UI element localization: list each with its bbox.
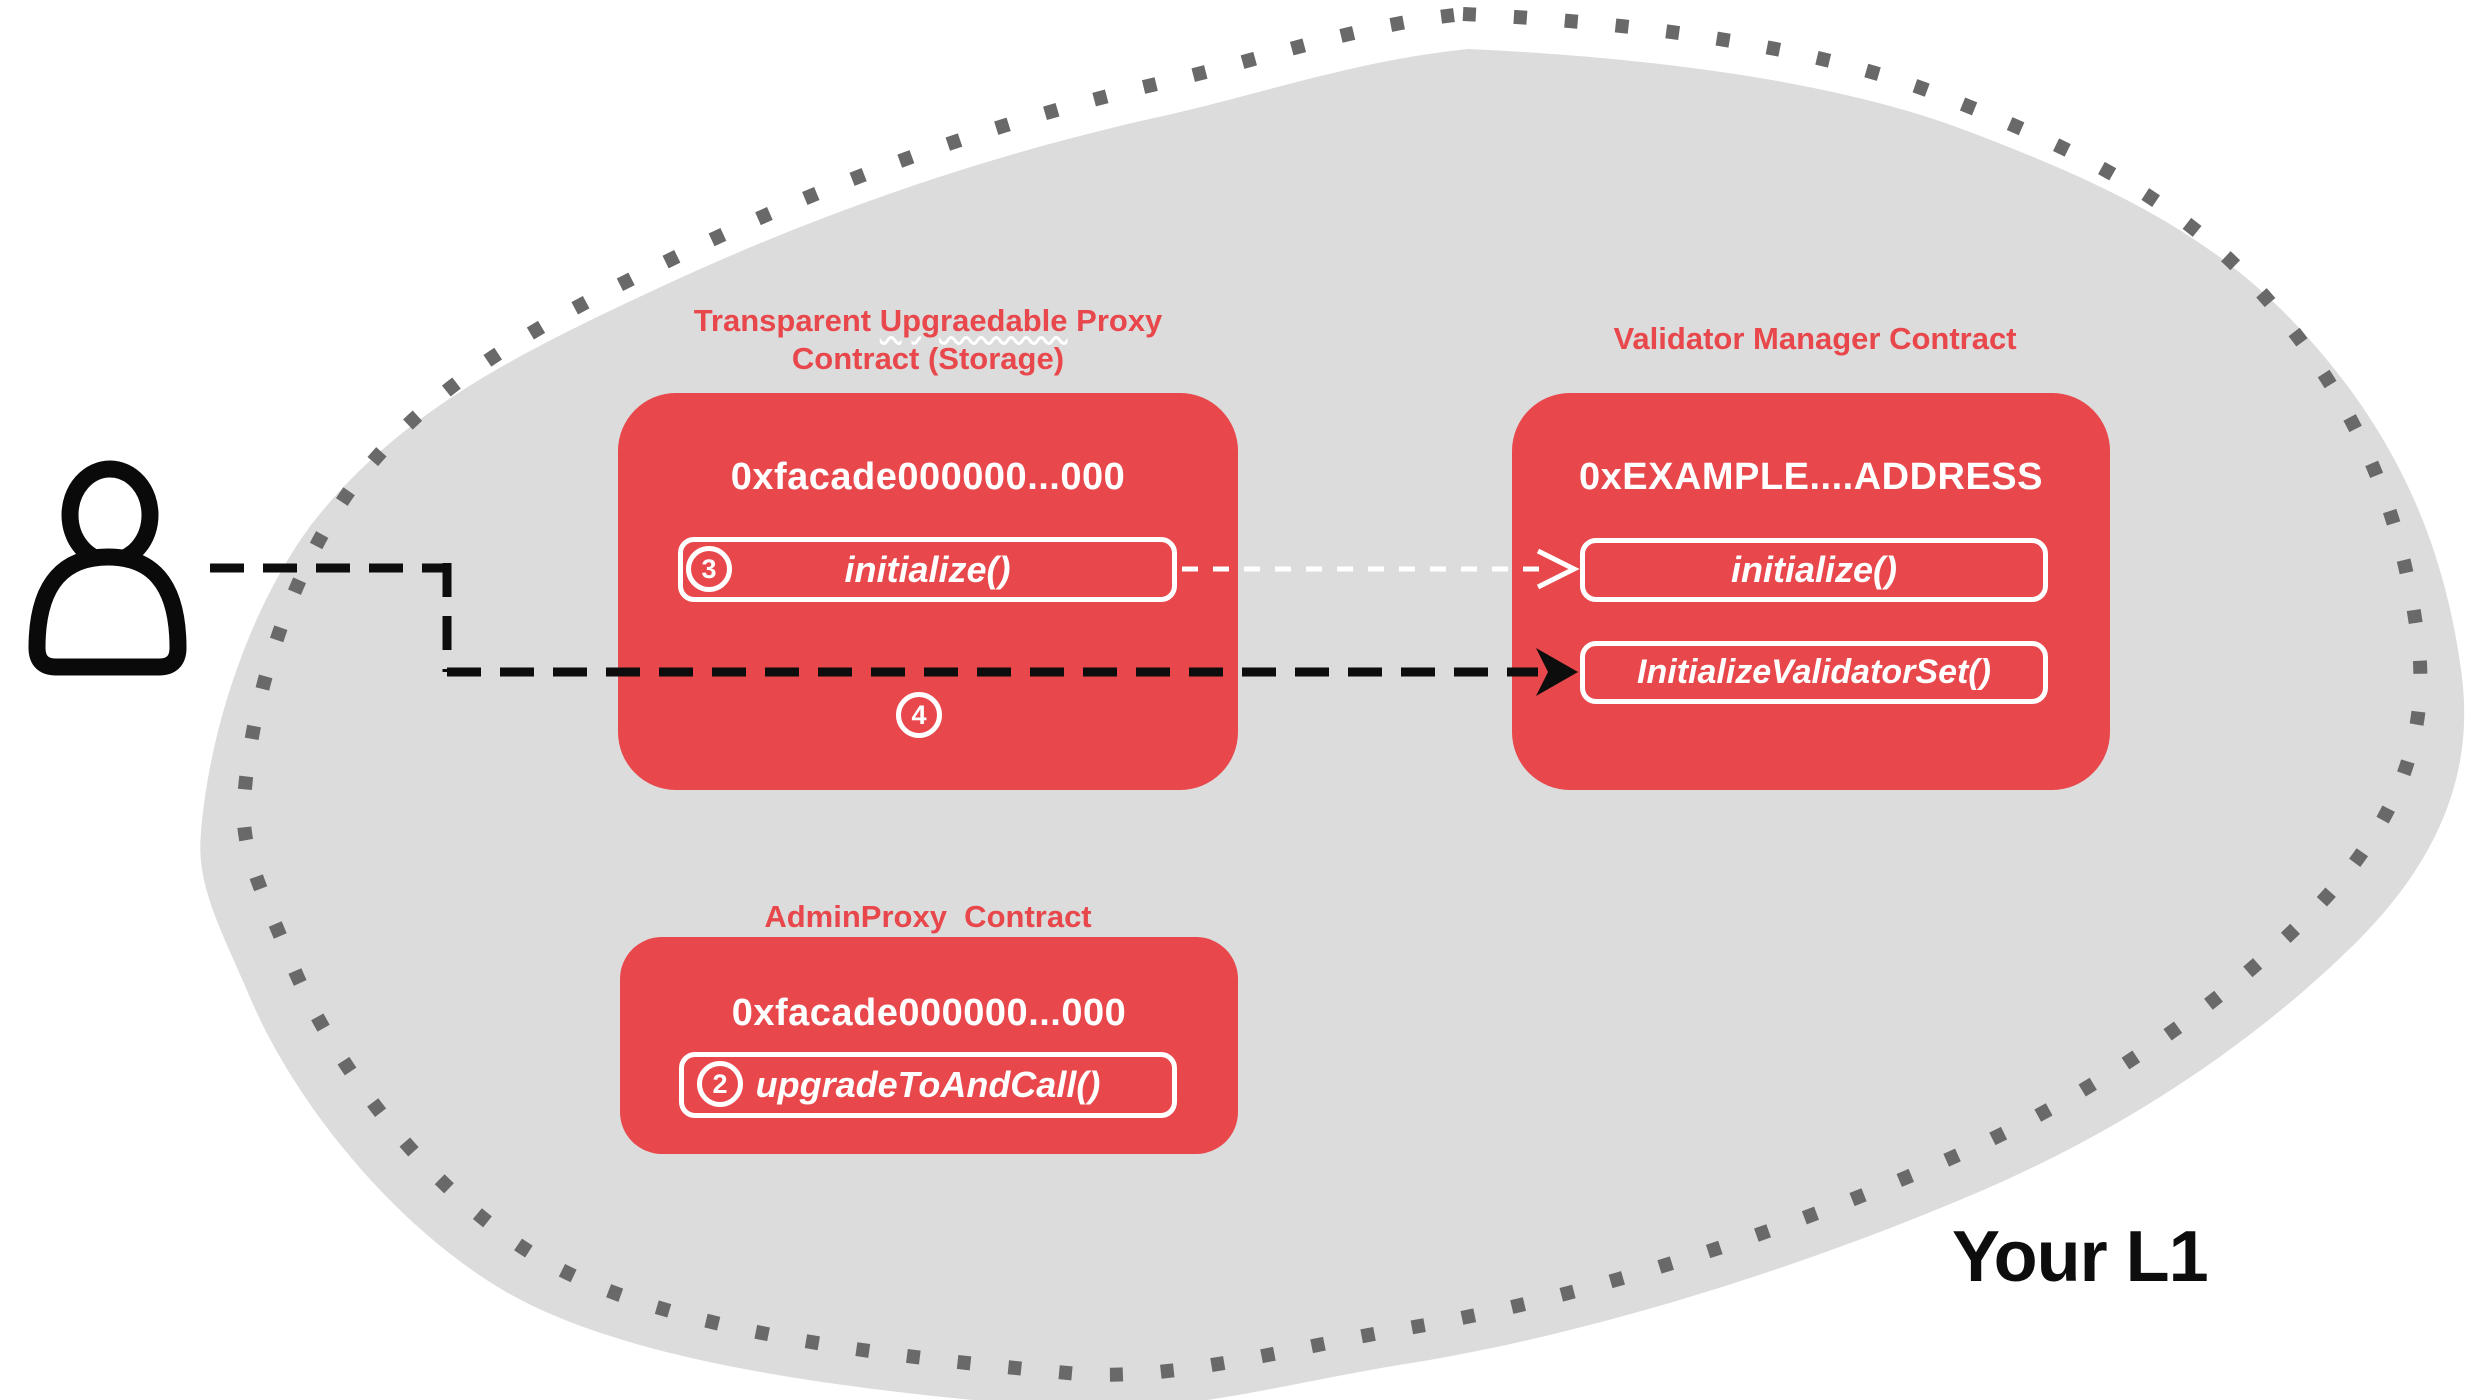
validator-initialize-method-pill: initialize() [1580,538,2048,602]
step-3-badge: 3 [686,546,732,592]
proxy-initialize-method-pill: initialize() [678,537,1177,602]
admin-proxy-contract-box [620,937,1238,1154]
admin-proxy-contract-title: AdminProxy Contract [764,899,1092,934]
validator-initialize-validator-set-label: InitializeValidatorSet() [1637,653,1991,691]
admin-upgrade-to-and-call-label: upgradeToAndCall() [755,1064,1101,1105]
proxy-contract-address: 0xfacade000000...000 [730,456,1126,498]
proxy-title-pre: Transparent [693,303,880,338]
validator-initialize-validator-set-pill: InitializeValidatorSet() [1580,641,2048,704]
step-4-badge: 4 [896,692,942,738]
proxy-initialize-label: initialize() [844,548,1011,590]
l1-blob-fill [200,49,2465,1400]
validator-contract-address: 0xEXAMPLE....ADDRESS [1579,456,2043,498]
validator-initialize-label: initialize() [1730,549,1897,590]
admin-upgrade-to-and-call-pill: upgradeToAndCall() [679,1052,1177,1118]
user-icon [28,460,187,676]
proxy-title-misspelled-word: Upgraedable [879,303,1068,338]
validator-contract-box [1512,393,2110,790]
your-l1-label: Your L1 [1952,1217,2209,1297]
proxy-contract-title: Transparent Upgraedable Proxy Contract (… [618,302,1238,378]
proxy-title-post: Proxy [1067,303,1163,338]
step-2-badge: 2 [697,1061,743,1107]
admin-proxy-contract-address: 0xfacade000000...000 [731,992,1127,1034]
validator-contract-title: Validator Manager Contract [1613,321,2017,356]
proxy-contract-title-line1: Transparent Upgraedable Proxy [618,302,1238,340]
proxy-contract-title-line2: Contract (Storage) [791,341,1065,376]
